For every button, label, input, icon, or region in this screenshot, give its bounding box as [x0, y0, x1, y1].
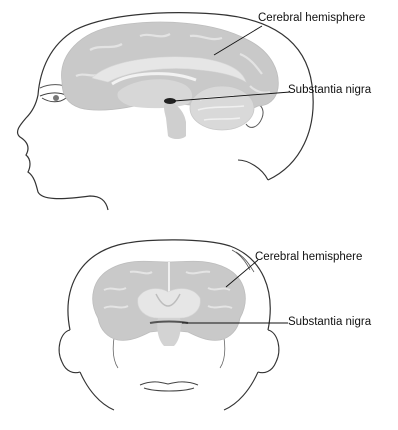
- mouth: [140, 382, 198, 391]
- left-ear: [59, 330, 80, 373]
- label-cerebral-hemisphere-bottom: Cerebral hemisphere: [255, 251, 362, 263]
- hair-strands: [232, 250, 254, 272]
- eye-iris: [53, 95, 59, 101]
- cerebellum-sagittal: [190, 86, 254, 130]
- sagittal-view: [18, 13, 314, 210]
- label-substantia-nigra-top: Substantia nigra: [288, 84, 371, 96]
- label-substantia-nigra-bottom: Substantia nigra: [288, 316, 371, 328]
- basal-ganglia-coronal: [138, 289, 201, 318]
- coronal-view: [59, 240, 288, 410]
- face-left-side: [80, 372, 114, 410]
- neck-outline: [238, 160, 268, 180]
- right-ear: [258, 330, 279, 373]
- brainstem-sagittal: [164, 100, 186, 139]
- face-right-side: [224, 372, 258, 410]
- label-cerebral-hemisphere-top: Cerebral hemisphere: [258, 12, 365, 24]
